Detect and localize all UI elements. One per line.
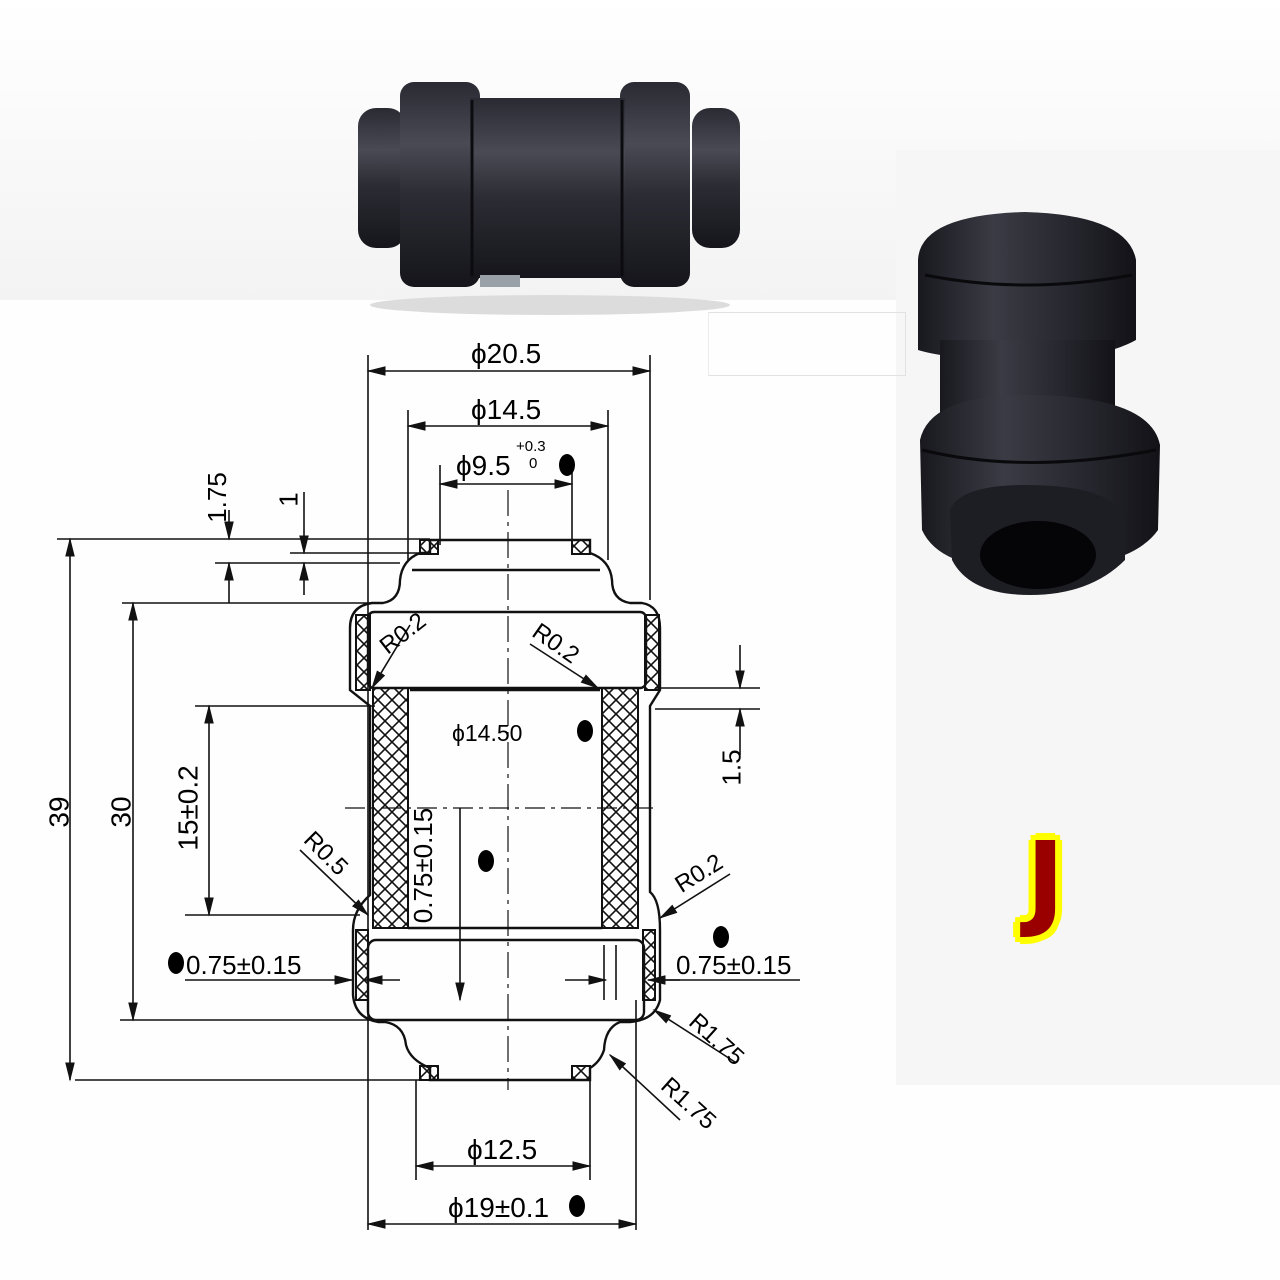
dim-thickness-left: 0.75±0.15 [186,950,302,980]
dim-outer-top: ϕ20.5 [471,338,542,369]
faint-stamp-box [708,312,906,376]
dim-bottom-bore: ϕ12.5 [467,1134,538,1165]
dim-top-lip-a: 1.75 [201,472,232,523]
dim-bore-top: ϕ9.5 [456,450,511,481]
dim-bore-top-tol-lower: 0 [529,455,538,472]
dim-flange-top: ϕ14.5 [471,394,542,425]
dim-top-lip-b: 1 [273,492,304,507]
dim-right-step: 1.5 [716,749,747,786]
right-bushing-photo [918,212,1160,595]
technical-drawing [57,355,800,1230]
dim-bore-top-tol-upper: +0.3 [516,438,546,455]
dim-body-height: 30 [105,796,137,828]
dim-overall-height: 39 [43,796,75,828]
top-bushing-photo [358,82,740,315]
figure-label: J [1026,819,1065,941]
dim-thickness-center: 0.75±0.15 [408,807,439,924]
dim-outer-bottom: ϕ19±0.1 [448,1192,550,1223]
dim-thickness-right: 0.75±0.15 [676,950,792,980]
dim-inner-height: 15±0.2 [172,765,204,851]
dim-inner-sleeve: ϕ14.50 [452,720,523,746]
